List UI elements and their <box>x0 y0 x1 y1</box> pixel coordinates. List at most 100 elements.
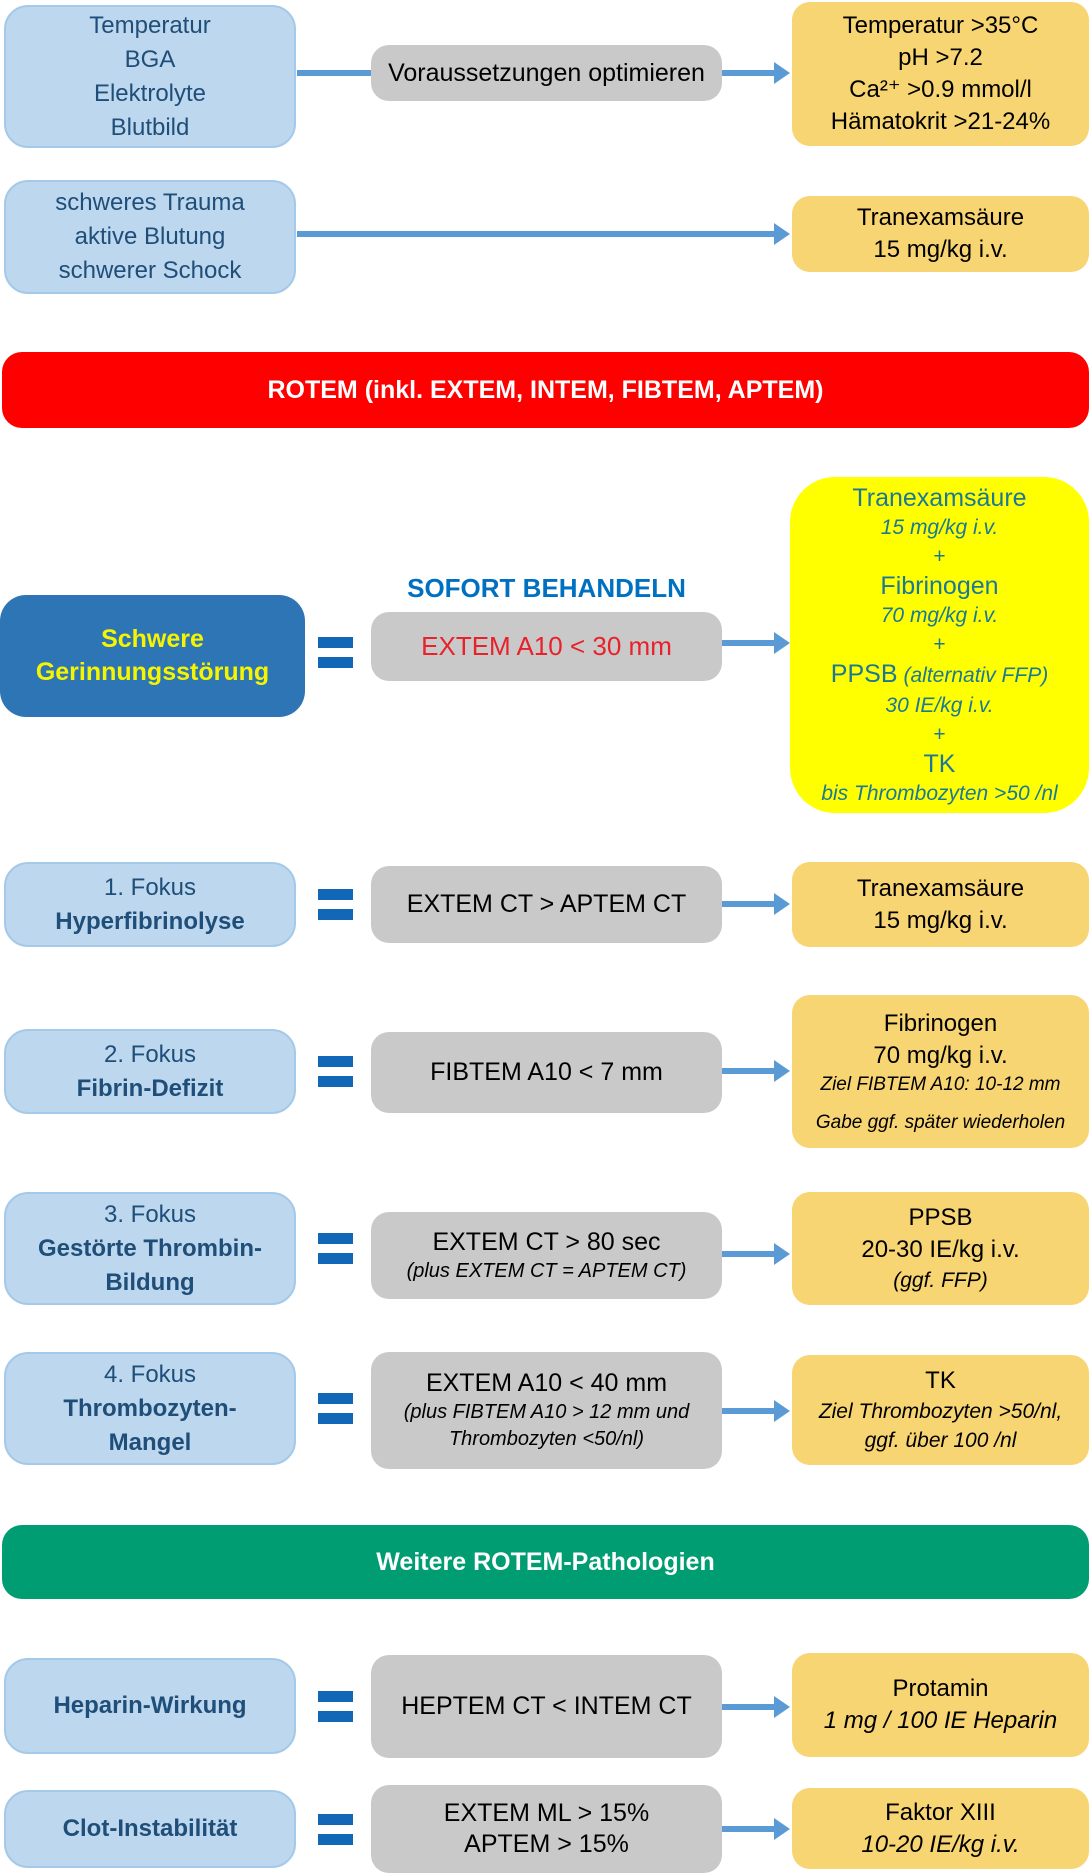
banner-label: ROTEM (inkl. EXTEM, INTEM, FIBTEM, APTEM… <box>267 375 824 404</box>
text-line: 30 IE/kg i.v. <box>885 693 994 717</box>
focus2-label-box: 2. Fokus Fibrin-Defizit <box>4 1029 296 1114</box>
focus4-treatment-box: TK Ziel Thrombozyten >50/nl, ggf. über 1… <box>792 1355 1089 1465</box>
text-line: bis Thrombozyten >50 /nl <box>821 781 1058 805</box>
flow-arrow <box>722 632 790 654</box>
text-line: Gestörte Thrombin- <box>37 1234 262 1262</box>
flow-arrow <box>722 1060 790 1082</box>
text-line: ggf. über 100 /nl <box>864 1429 1017 1452</box>
text-line: + <box>933 722 946 746</box>
text-line: Hämatokrit >21-24% <box>830 108 1051 135</box>
prep-targets-box: Temperatur >35°C pH >7.2 Ca²⁺ >0.9 mmol/… <box>792 2 1089 146</box>
prep-inputs-box: Temperatur BGA Elektrolyte Blutbild <box>4 5 296 148</box>
text-line: schwerer Schock <box>58 257 242 284</box>
trauma-conditions-box: schweres Trauma aktive Blutung schwerer … <box>4 180 296 294</box>
trauma-treatment-box: Tranexamsäure 15 mg/kg i.v. <box>792 196 1089 272</box>
equals-sign <box>318 1393 353 1424</box>
focus2-criterion-box: FIBTEM A10 < 7 mm <box>371 1032 722 1113</box>
flow-arrow <box>722 1696 790 1718</box>
text-line: PPSB(alternativ FFP) <box>831 659 1048 691</box>
pathologies-banner: Weitere ROTEM-Pathologien <box>2 1525 1089 1599</box>
text-line: Tranexamsäure <box>856 204 1025 231</box>
text-line: EXTEM CT > 80 sec <box>432 1227 661 1256</box>
text-line: BGA <box>124 45 176 73</box>
equals-sign <box>318 1691 353 1722</box>
text-line: Bildung <box>105 1268 195 1296</box>
severe-criterion-box: EXTEM A10 < 30 mm <box>371 612 722 681</box>
text-line: 10-20 IE/kg i.v. <box>861 1830 1020 1858</box>
flow-arrow <box>722 1818 790 1840</box>
focus2-treatment-box: Fibrinogen 70 mg/kg i.v. Ziel FIBTEM A10… <box>792 995 1089 1148</box>
text-line: Protamin <box>892 1675 989 1702</box>
text-line: 70 mg/kg i.v. <box>873 1042 1008 1069</box>
text-line: aktive Blutung <box>74 223 226 250</box>
focus4-label-box: 4. Fokus Thrombozyten- Mangel <box>4 1352 296 1465</box>
severe-treatment-box: Tranexamsäure 15 mg/kg i.v. + Fibrinogen… <box>790 477 1089 813</box>
text-line: Temperatur <box>89 11 211 39</box>
text-line: EXTEM ML > 15% <box>443 1799 650 1827</box>
rotem-banner: ROTEM (inkl. EXTEM, INTEM, FIBTEM, APTEM… <box>2 352 1089 428</box>
text-line: 1. Fokus <box>103 873 197 901</box>
text-line: Blutbild <box>110 113 190 141</box>
focus4-criterion-box: EXTEM A10 < 40 mm (plus FIBTEM A10 > 12 … <box>371 1352 722 1469</box>
text-line: 3. Fokus <box>103 1200 197 1228</box>
text-line: Fibrinogen <box>883 1010 998 1037</box>
heparin-treatment-box: Protamin 1 mg / 100 IE Heparin <box>792 1653 1089 1757</box>
focus1-treatment-box: Tranexamsäure 15 mg/kg i.v. <box>792 862 1089 947</box>
text-line: Thrombozyten- <box>63 1394 237 1422</box>
focus3-treatment-box: PPSB 20-30 IE/kg i.v. (ggf. FFP) <box>792 1192 1089 1305</box>
focus3-label-box: 3. Fokus Gestörte Thrombin- Bildung <box>4 1192 296 1305</box>
text-line: Clot-Instabilität <box>62 1815 238 1842</box>
focus1-label-box: 1. Fokus Hyperfibrinolyse <box>4 862 296 947</box>
clot-criterion-box: EXTEM ML > 15% APTEM > 15% <box>371 1785 722 1873</box>
text-line: 4. Fokus <box>103 1360 197 1388</box>
text-line: + <box>933 544 946 568</box>
text-line: HEPTEM CT < INTEM CT <box>401 1692 692 1720</box>
text-line: 2. Fokus <box>103 1040 197 1068</box>
text-line: Gabe ggf. später wiederholen <box>815 1112 1066 1133</box>
flow-arrow <box>722 62 790 84</box>
text-line: 15 mg/kg i.v. <box>873 236 1008 263</box>
heparin-label-box: Heparin-Wirkung <box>4 1658 296 1754</box>
text-line: EXTEM A10 < 30 mm <box>421 631 672 661</box>
heparin-criterion-box: HEPTEM CT < INTEM CT <box>371 1655 722 1758</box>
text-line: 1 mg / 100 IE Heparin <box>823 1707 1058 1734</box>
focus1-criterion-box: EXTEM CT > APTEM CT <box>371 866 722 943</box>
text-line: Ca²⁺ >0.9 mmol/l <box>849 76 1032 103</box>
text-line: 15 mg/kg i.v. <box>873 906 1008 934</box>
text-line: 20-30 IE/kg i.v. <box>861 1236 1020 1263</box>
clot-label-box: Clot-Instabilität <box>4 1790 296 1868</box>
flow-arrow <box>722 1243 790 1265</box>
text-line: Schwere <box>101 625 204 653</box>
text-line: EXTEM A10 < 40 mm <box>425 1369 668 1397</box>
text-line: + <box>933 632 946 656</box>
text-line: (plus EXTEM CT = APTEM CT) <box>406 1259 687 1282</box>
text-line: Gerinnungsstörung <box>35 658 270 686</box>
text-line: 70 mg/kg i.v. <box>880 603 999 627</box>
text-line: Ziel Thrombozyten >50/nl, <box>818 1400 1063 1423</box>
text-line: (plus FIBTEM A10 > 12 mm und <box>403 1401 690 1423</box>
text-line: FIBTEM A10 < 7 mm <box>430 1058 663 1086</box>
banner-label: Weitere ROTEM-Pathologien <box>376 1547 715 1576</box>
flow-arrow <box>722 1400 790 1422</box>
text-line: schweres Trauma <box>55 189 245 216</box>
text-line: TK <box>925 1367 956 1394</box>
equals-sign <box>318 1056 353 1087</box>
text-line: Voraussetzungen optimieren <box>388 58 705 87</box>
text-line: Tranexamsäure <box>852 483 1027 512</box>
equals-sign <box>318 889 353 920</box>
prep-action-box: Voraussetzungen optimieren <box>371 45 722 101</box>
connector-line <box>297 70 371 76</box>
severe-condition-box: Schwere Gerinnungsstörung <box>0 595 305 717</box>
text-line: Elektrolyte <box>93 79 207 107</box>
text-line: Mangel <box>108 1428 192 1456</box>
flow-arrow <box>722 893 790 915</box>
text-line: PPSB <box>908 1204 973 1231</box>
text-line: 15 mg/kg i.v. <box>880 515 999 539</box>
text-line: (ggf. FFP) <box>893 1269 988 1292</box>
text-line: Thrombozyten <50/nl) <box>448 1428 645 1450</box>
equals-sign <box>318 637 353 668</box>
text-line: pH >7.2 <box>898 44 983 71</box>
flow-arrow <box>297 223 790 245</box>
sofort-alert-label: SOFORT BEHANDELN <box>407 573 686 603</box>
